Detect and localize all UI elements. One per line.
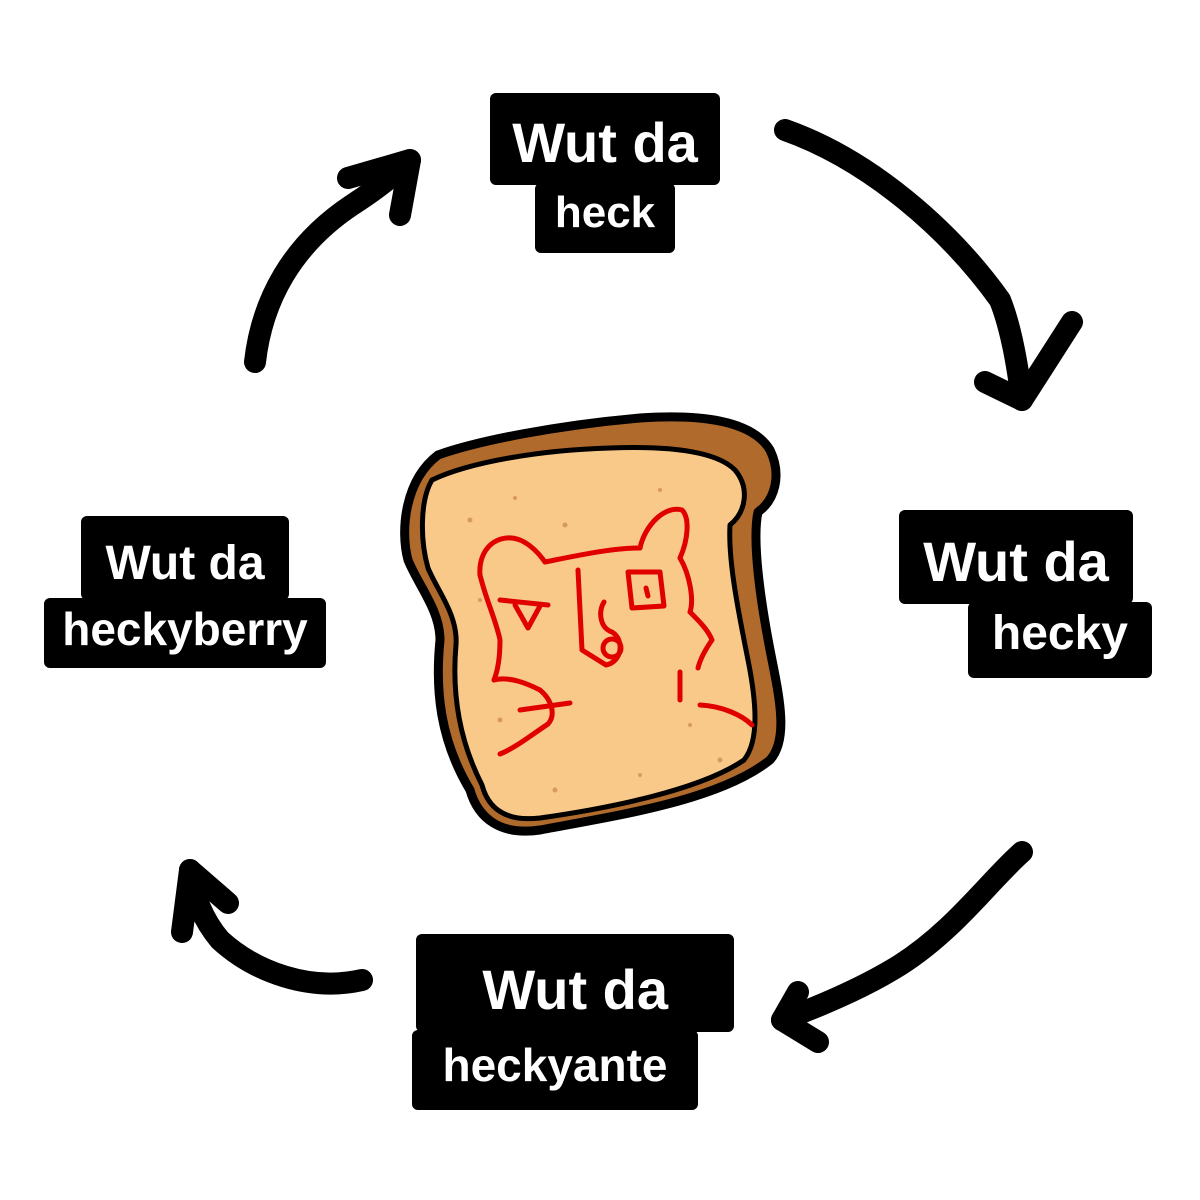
step-caption-line-2: heck <box>534 183 676 253</box>
step-caption-line-1: Wut da <box>81 516 289 600</box>
step-caption-heckyberry: Wut da heckyberry <box>24 516 346 668</box>
bread-face <box>419 445 758 822</box>
step-caption-line-2: heckyberry <box>44 598 326 668</box>
step-caption-line-1: Wut da <box>899 510 1133 604</box>
red-doodle-face <box>477 506 755 757</box>
arrow-bottom-to-left <box>171 859 373 995</box>
step-caption-heckyante: Wut da heckyante <box>376 934 734 1110</box>
step-caption-line-2: hecky <box>967 602 1152 678</box>
step-caption-hecky: Wut da hecky <box>878 510 1154 678</box>
arrow-top-to-right <box>774 119 1083 411</box>
step-caption-line-2: heckyante <box>412 1030 698 1110</box>
arrow-left-to-top <box>244 149 421 373</box>
step-caption-line-1: Wut da <box>490 93 720 185</box>
arrow-right-to-bottom <box>771 841 1033 1053</box>
step-caption-heck: Wut da heck <box>472 93 738 253</box>
step-caption-line-1: Wut da <box>416 934 734 1032</box>
